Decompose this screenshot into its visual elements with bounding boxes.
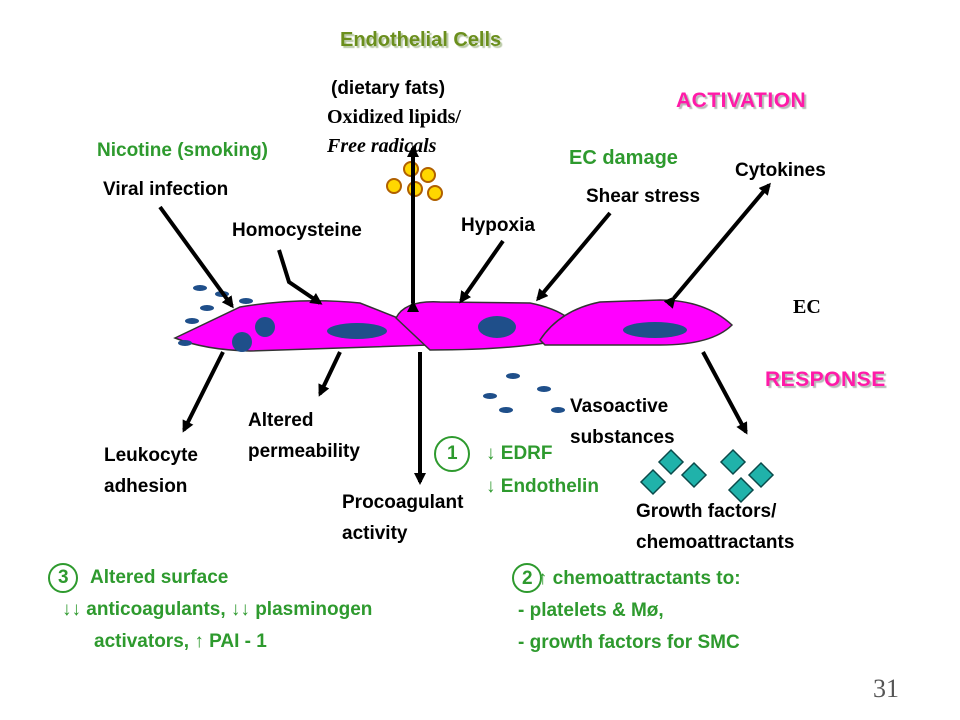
cytokines-label: Cytokines bbox=[735, 160, 826, 181]
procoagulant-label: Procoagulant bbox=[342, 492, 464, 513]
arrow-homocysteine bbox=[277, 249, 323, 305]
endothelin-label: ↓ Endothelin bbox=[486, 476, 599, 497]
adhesion-label: adhesion bbox=[104, 476, 188, 497]
note-3-line2: ↓↓ anticoagulants, ↓↓ plasminogen bbox=[62, 599, 373, 620]
arrow-altered-permeability bbox=[318, 351, 342, 397]
homocysteine-label: Homocysteine bbox=[232, 220, 362, 241]
activation-heading: ACTIVATION bbox=[676, 89, 807, 112]
ec-label: EC bbox=[793, 296, 821, 318]
nucleus-left bbox=[327, 323, 387, 339]
activity-label: activity bbox=[342, 523, 408, 544]
response-arrows bbox=[182, 351, 748, 485]
nucleus-right bbox=[623, 322, 687, 338]
dietary-fats-label: (dietary fats) bbox=[331, 78, 446, 99]
marker-circle-2 bbox=[512, 563, 542, 593]
vasoactive-label: Vasoactive bbox=[570, 396, 669, 417]
response-heading: RESPONSE bbox=[765, 368, 886, 391]
note-2-line2: - platelets & Mø, bbox=[518, 600, 664, 621]
free-radicals-label: Free radicals bbox=[327, 135, 437, 157]
oxidized-lipids-label: Oxidized lipids/ bbox=[327, 106, 461, 128]
marker-circle-3 bbox=[48, 563, 78, 593]
growth-factors-label: Growth factors/ bbox=[636, 501, 777, 522]
arrow-hypoxia bbox=[459, 239, 505, 304]
note-2-line1: 2 ↑ chemoattractants to: bbox=[522, 568, 741, 589]
note-2-line3: - growth factors for SMC bbox=[518, 632, 740, 653]
arrow-leukocyte-adhesion bbox=[182, 351, 225, 433]
adherent-leukocyte bbox=[232, 332, 252, 352]
leukocyte-label: Leukocyte bbox=[104, 445, 198, 466]
nicotine-label: Nicotine (smoking) bbox=[97, 140, 269, 161]
shear-stress-label: Shear stress bbox=[586, 186, 701, 207]
note-3-number: 3 bbox=[58, 567, 69, 588]
molecule-dots bbox=[178, 285, 565, 413]
marker-1-label: 1 bbox=[447, 443, 458, 464]
page-number: 31 bbox=[873, 674, 899, 703]
note-3-line1: Altered surface bbox=[90, 567, 229, 588]
chemoattractants-label: chemoattractants bbox=[636, 532, 795, 553]
nucleus-middle bbox=[478, 316, 516, 338]
arrow-viral-infection bbox=[158, 205, 234, 309]
arrow-shear-stress bbox=[536, 211, 612, 302]
altered-label: Altered bbox=[248, 410, 314, 431]
activation-arrows bbox=[158, 145, 771, 312]
marker-circle-1 bbox=[434, 436, 470, 472]
endothelial-cell-right bbox=[539, 299, 734, 346]
viral-infection-label: Viral infection bbox=[103, 179, 229, 200]
note-3-line3: activators, ↑ PAI - 1 bbox=[94, 631, 267, 652]
ec-damage-label: EC damage bbox=[569, 147, 678, 169]
diagram-title: Endothelial Cells bbox=[340, 29, 502, 51]
permeability-label: permeability bbox=[248, 441, 360, 462]
substances-label: substances bbox=[570, 427, 675, 448]
adherent-leukocyte bbox=[255, 317, 275, 337]
arrow-cytokines bbox=[663, 182, 771, 309]
edrf-label: ↓ EDRF bbox=[486, 443, 553, 464]
endothelial-cell-layer bbox=[173, 299, 734, 352]
hypoxia-label: Hypoxia bbox=[461, 215, 535, 236]
growth-factor-diamonds bbox=[639, 448, 775, 504]
arrow-growth-factors bbox=[701, 351, 748, 435]
